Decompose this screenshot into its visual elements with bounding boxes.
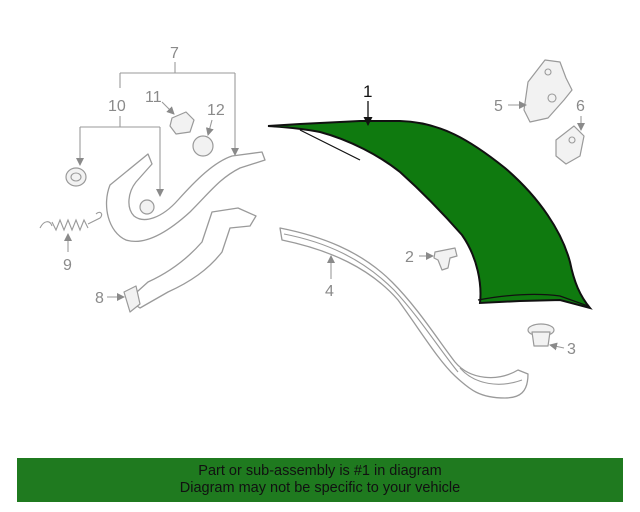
callout-9: 9: [63, 257, 72, 274]
callout-3-leader: [549, 342, 565, 351]
callout-11: 11: [145, 89, 162, 106]
bracket-part-6[interactable]: [555, 125, 585, 165]
clip-part-2[interactable]: [433, 247, 458, 271]
callout-12-leader: [205, 119, 214, 136]
callout-10-leader: [76, 116, 164, 197]
cap-part-12[interactable]: [192, 135, 214, 157]
parts-diagram: 1 4 2 3 5 6 7: [39, 45, 593, 399]
callout-4: 4: [325, 283, 334, 300]
hinge-arm[interactable]: [105, 151, 266, 242]
callout-5: 5: [494, 98, 503, 115]
callout-6: 6: [576, 98, 585, 115]
callout-8: 8: [95, 290, 104, 307]
callout-1: 1: [363, 82, 372, 101]
spring-part-9[interactable]: [39, 211, 103, 232]
clip-part-11[interactable]: [169, 111, 195, 135]
info-banner: Part or sub-assembly is #1 in diagram Di…: [17, 458, 623, 502]
latch-part-5[interactable]: [523, 59, 573, 123]
bumper-part-3[interactable]: [527, 323, 555, 347]
callout-11-leader: [161, 101, 175, 115]
callout-12: 12: [207, 102, 225, 119]
callout-10: 10: [108, 98, 126, 115]
hinge-strap-part-8[interactable]: [123, 207, 257, 313]
callout-7-leader: [119, 62, 239, 156]
callout-7: 7: [170, 45, 179, 62]
weatherstrip-part-4[interactable]: [279, 227, 529, 399]
trunk-lid-part-1[interactable]: [267, 120, 593, 310]
banner-line-2: Diagram may not be specific to your vehi…: [179, 480, 461, 496]
callout-3: 3: [567, 341, 576, 358]
banner-line-1: Part or sub-assembly is #1 in diagram: [198, 463, 442, 479]
callout-2: 2: [405, 249, 414, 266]
grommet-part-10[interactable]: [65, 167, 87, 187]
